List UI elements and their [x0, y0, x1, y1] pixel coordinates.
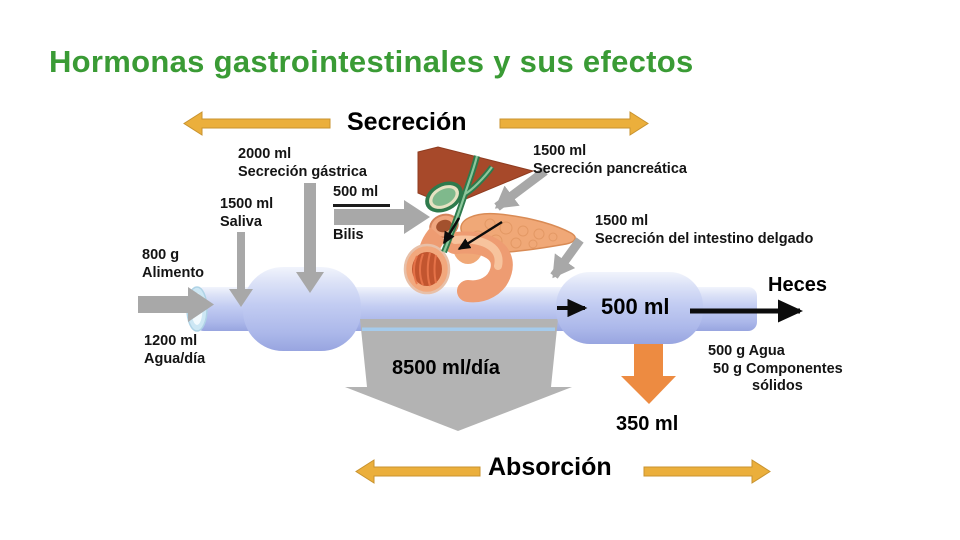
page-title: Hormonas gastrointestinales y sus efecto…	[49, 44, 694, 79]
food-intake-label: 800 g Alimento	[142, 246, 204, 282]
food-name: Alimento	[142, 265, 205, 281]
absorption-big-arrow	[345, 319, 572, 431]
intestinal-secretion-arrow	[550, 237, 584, 279]
absorption-heading: Absorción	[488, 453, 612, 481]
duodenum-upper-hole	[436, 219, 452, 233]
secretion-right-arrow	[499, 111, 649, 136]
water-amount: 1200 ml	[144, 333, 198, 349]
gastric-secretion-label: 2000 ml Secreción gástrica	[238, 145, 367, 181]
pancreatic-secretion-arrow	[494, 167, 548, 211]
colon-bulge	[556, 272, 703, 344]
feces-solids-2: sólidos	[752, 378, 803, 394]
pancreatic-amount: 1500 ml	[533, 143, 587, 159]
food-amount: 800 g	[142, 247, 180, 263]
papilla-pointer-arrow	[442, 217, 461, 245]
absorption-right-arrow	[643, 459, 771, 484]
feces-solids-1: 50 g Componentes	[713, 360, 843, 377]
saliva-arrow	[229, 232, 253, 307]
colon-absorption-arrow-head	[621, 376, 676, 404]
pancreatic-name: Secreción pancreática	[533, 161, 687, 177]
gastric-amount: 2000 ml	[238, 146, 292, 162]
bile-name: Bilis	[333, 227, 364, 243]
bile-amount: 500 ml	[333, 183, 391, 207]
gastric-secretion-arrow	[296, 183, 324, 293]
secretion-left-arrow	[183, 111, 331, 136]
feces-water: 500 g Agua	[708, 343, 785, 359]
water-name: Agua/día	[144, 351, 206, 367]
feces-heading: Heces	[768, 274, 827, 296]
duodenum-folds	[413, 252, 437, 287]
intestinal-secretion-label: 1500 ml Secreción del intestino delgado	[595, 212, 813, 248]
saliva-label: 1500 ml Saliva	[220, 195, 273, 231]
intestinal-amount: 1500 ml	[595, 213, 649, 229]
stomach-bulge	[243, 267, 361, 351]
gallbladder-shape	[425, 181, 463, 213]
absorption-left-arrow	[355, 459, 481, 484]
duct-pointer-arrow	[457, 220, 503, 251]
intestinal-name: Secreción del intestino delgado	[595, 231, 814, 247]
water-intake-label: 1200 ml Agua/día	[144, 332, 205, 368]
colon-absorbed-volume: 350 ml	[616, 413, 679, 435]
secretion-heading: Secreción	[347, 108, 467, 136]
into-colon-volume: 500 ml	[601, 294, 670, 319]
digestive-organs-illustration	[403, 146, 576, 303]
saliva-name: Saliva	[220, 214, 262, 230]
tube-bottom-edge-line	[362, 327, 555, 331]
pancreatic-secretion-label: 1500 ml Secreción pancreática	[533, 142, 687, 178]
bile-label: 500 ml Bilis	[333, 183, 391, 244]
gastric-name: Secreción gástrica	[238, 164, 367, 180]
saliva-amount: 1500 ml	[220, 196, 274, 212]
absorbed-volume: 8500 ml/día	[392, 357, 500, 379]
food-water-intake-arrow	[138, 287, 214, 322]
bile-arrow	[334, 200, 430, 234]
feces-composition-label: 500 g Agua 50 g Componentes sólidos	[708, 343, 843, 396]
